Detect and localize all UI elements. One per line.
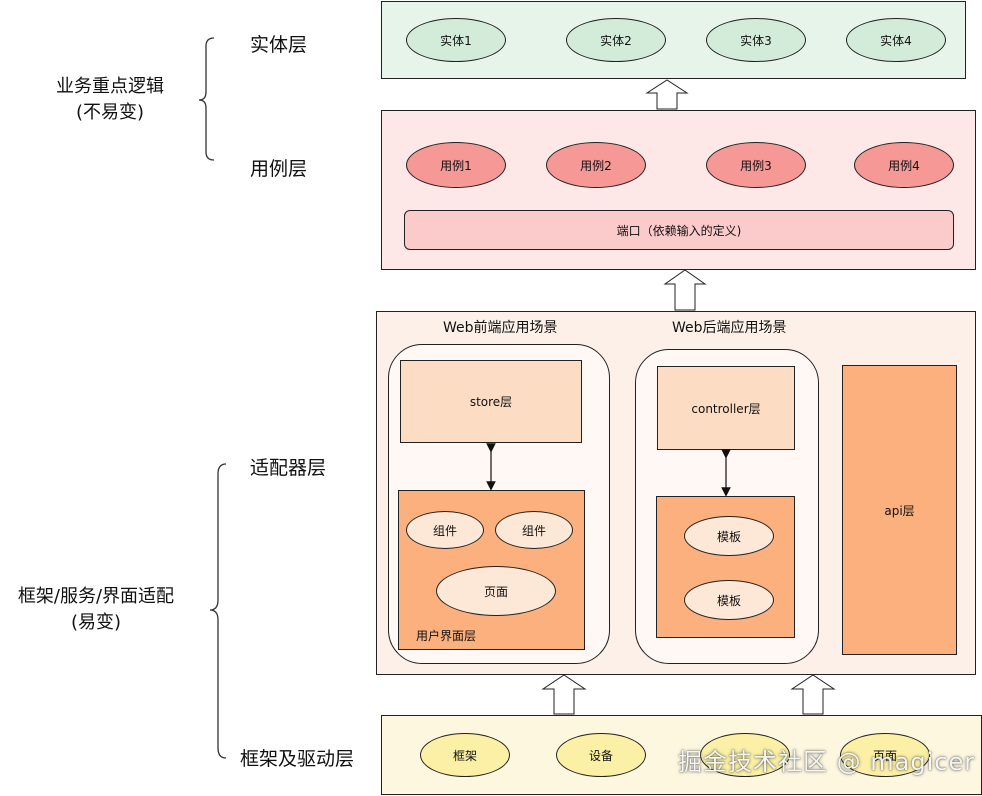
framework-item: 设备 <box>556 733 646 777</box>
business-logic-note: (不易变) <box>75 102 145 123</box>
up-arrow-icon <box>790 674 836 715</box>
web-frontend-title: Web前端应用场景 <box>443 320 558 336</box>
adapter-layer-label: 适配器层 <box>250 457 327 479</box>
web-backend-title: Web后端应用场景 <box>672 320 787 336</box>
entity-item: 实体1 <box>406 18 506 62</box>
api-layer: api层 <box>842 365 957 655</box>
entity-layer-label: 实体层 <box>250 34 308 56</box>
framework-item: 框架 <box>420 733 510 777</box>
template-item: 模板 <box>684 516 774 556</box>
template-item: 模板 <box>684 580 774 620</box>
entity-item: 实体3 <box>706 18 806 62</box>
up-arrow-icon <box>663 269 707 311</box>
up-arrow-icon <box>541 674 587 715</box>
usecase-item: 用例2 <box>546 142 646 188</box>
component-item: 组件 <box>406 511 484 549</box>
business-logic-group-label: 业务重点逻辑 (不易变) <box>40 74 180 126</box>
framework-group-note: (易变) <box>70 612 122 633</box>
usecase-item: 用例3 <box>706 142 806 188</box>
business-logic-title: 业务重点逻辑 <box>56 76 164 97</box>
store-layer: store层 <box>400 360 582 443</box>
framework-group-title: 框架/服务/界面适配 <box>17 586 175 607</box>
port-definition: 端口（依赖输入的定义) <box>404 210 954 250</box>
usecase-item: 用例1 <box>406 142 506 188</box>
usecase-item: 用例4 <box>854 142 954 188</box>
framework-item: 页面 <box>840 733 930 777</box>
framework-brace-icon <box>209 463 227 759</box>
controller-layer: controller层 <box>657 366 795 450</box>
framework-item <box>700 733 790 777</box>
framework-group-label: 框架/服务/界面适配 (易变) <box>0 584 192 636</box>
entity-item: 实体2 <box>566 18 666 62</box>
component-item: 组件 <box>495 511 573 549</box>
up-arrow-icon <box>645 79 689 110</box>
watermark: 掘金技术社区 @ magicer <box>678 748 976 776</box>
ui-layer-label: 用户界面层 <box>416 629 477 643</box>
usecase-layer-label: 用例层 <box>250 158 308 180</box>
entity-item: 实体4 <box>846 18 946 62</box>
business-brace-icon <box>198 37 215 161</box>
framework-layer-label: 框架及驱动层 <box>240 748 355 770</box>
page-item: 页面 <box>436 566 556 616</box>
